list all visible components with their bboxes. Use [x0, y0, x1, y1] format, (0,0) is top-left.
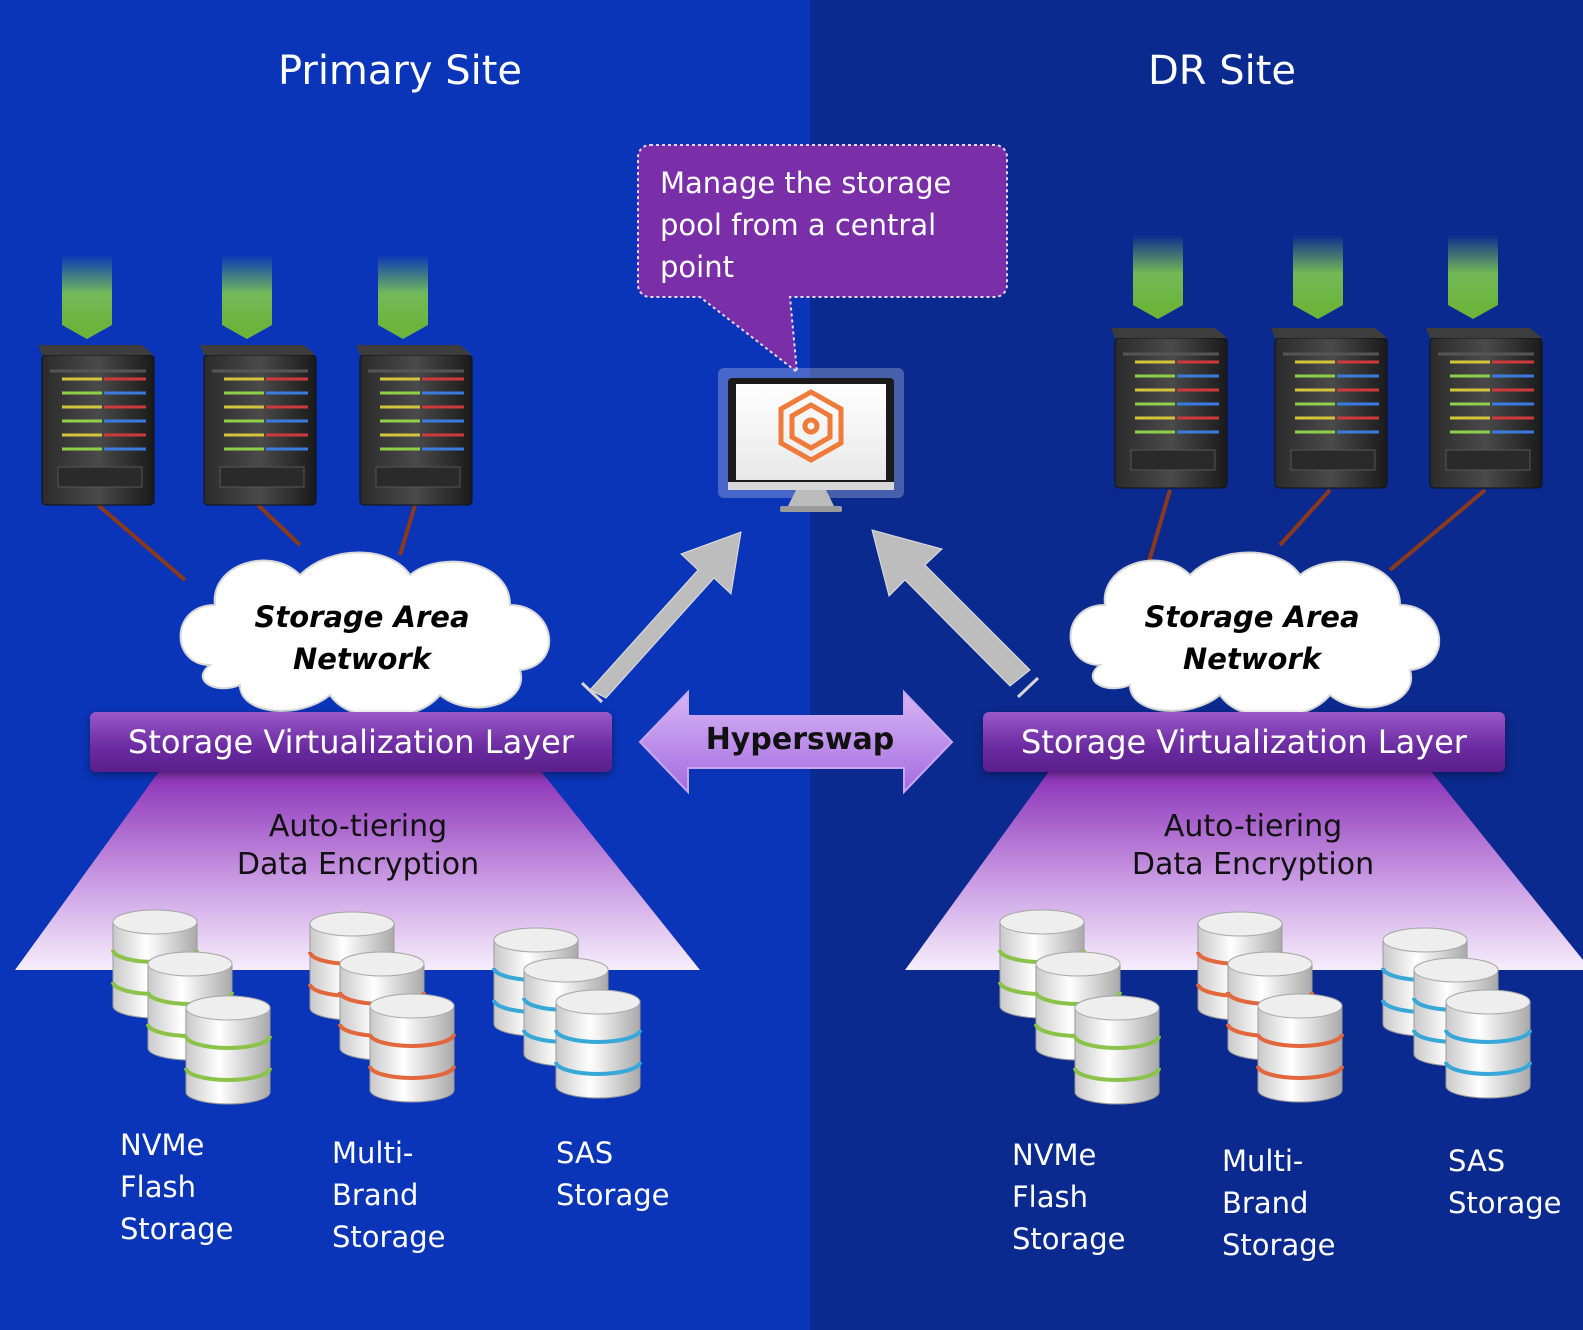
san-label-line-2: Network — [292, 642, 432, 676]
nvme-line-2: Flash — [1012, 1180, 1088, 1214]
primary-tiering-text: Auto-tiering Data Encryption — [178, 808, 538, 884]
dr-site-title: DR Site — [1147, 48, 1297, 94]
dr-servers — [1109, 326, 1544, 490]
primary-server-3 — [354, 343, 474, 507]
san-label-line-1: Storage Area — [1144, 600, 1360, 634]
tiering-line-2: Data Encryption — [1131, 847, 1375, 882]
dr-san-label: Storage Area Network — [1112, 596, 1392, 680]
dr-nvme-label: NVMe Flash Storage — [1012, 1134, 1125, 1260]
primary-nvme-label: NVMe Flash Storage — [120, 1124, 233, 1250]
primary-sas-label: SAS Storage — [556, 1132, 669, 1216]
dr-san-links — [1143, 488, 1487, 576]
dr-server-arrows — [1133, 235, 1498, 319]
dr-server-2 — [1269, 326, 1389, 490]
hexagon-logo-icon — [778, 389, 844, 463]
primary-server-1 — [36, 343, 156, 507]
sas-line-1: SAS — [556, 1136, 614, 1170]
sas-line-2: Storage — [1448, 1186, 1562, 1220]
hyperswap-arrow — [638, 689, 954, 795]
tiering-line-2: Data Encryption — [236, 847, 480, 882]
sas-line-1: SAS — [1448, 1144, 1506, 1178]
callout-line-2: pool from a central — [660, 208, 937, 242]
primary-to-console-arrow — [580, 531, 742, 704]
management-monitor — [718, 368, 904, 512]
primary-san-links — [96, 503, 417, 582]
callout-line-3: point — [660, 250, 734, 284]
san-label-line-1: Storage Area — [254, 600, 470, 634]
multibrand-line-3: Storage — [1222, 1228, 1336, 1262]
callout-text: Manage the storage pool from a central p… — [660, 162, 990, 288]
callout-bubble — [637, 144, 1008, 375]
dr-server-3 — [1424, 326, 1544, 490]
primary-site-title: Primary Site — [277, 48, 523, 94]
dr-to-console-arrow — [871, 529, 1040, 699]
primary-server-2 — [198, 343, 318, 507]
dr-storage-virtualization-layer: Storage Virtualization Layer — [983, 712, 1505, 772]
dr-multibrand-label: Multi- Brand Storage — [1222, 1140, 1335, 1266]
nvme-line-1: NVMe — [1012, 1138, 1097, 1172]
multibrand-line-2: Brand — [332, 1178, 419, 1212]
multibrand-line-1: Multi- — [1222, 1144, 1304, 1178]
dr-server-1 — [1109, 326, 1229, 490]
multibrand-line-1: Multi- — [332, 1136, 414, 1170]
primary-storage-virtualization-layer: Storage Virtualization Layer — [90, 712, 612, 772]
primary-san-label: Storage Area Network — [222, 596, 502, 680]
multibrand-line-2: Brand — [1222, 1186, 1309, 1220]
sas-line-2: Storage — [556, 1178, 670, 1212]
nvme-line-3: Storage — [1012, 1222, 1126, 1256]
primary-servers — [36, 343, 474, 507]
primary-server-arrows — [62, 255, 428, 339]
callout-line-1: Manage the storage — [660, 166, 952, 200]
san-label-line-2: Network — [1182, 642, 1322, 676]
nvme-line-3: Storage — [120, 1212, 234, 1246]
multibrand-line-3: Storage — [332, 1220, 446, 1254]
tiering-line-1: Auto-tiering — [1163, 809, 1343, 844]
tiering-line-1: Auto-tiering — [268, 809, 448, 844]
hyperswap-label: Hyperswap — [705, 722, 895, 757]
primary-multibrand-label: Multi- Brand Storage — [332, 1132, 445, 1258]
dr-tiering-text: Auto-tiering Data Encryption — [1073, 808, 1433, 884]
nvme-line-2: Flash — [120, 1170, 196, 1204]
nvme-line-1: NVMe — [120, 1128, 205, 1162]
dr-sas-label: SAS Storage — [1448, 1140, 1561, 1224]
